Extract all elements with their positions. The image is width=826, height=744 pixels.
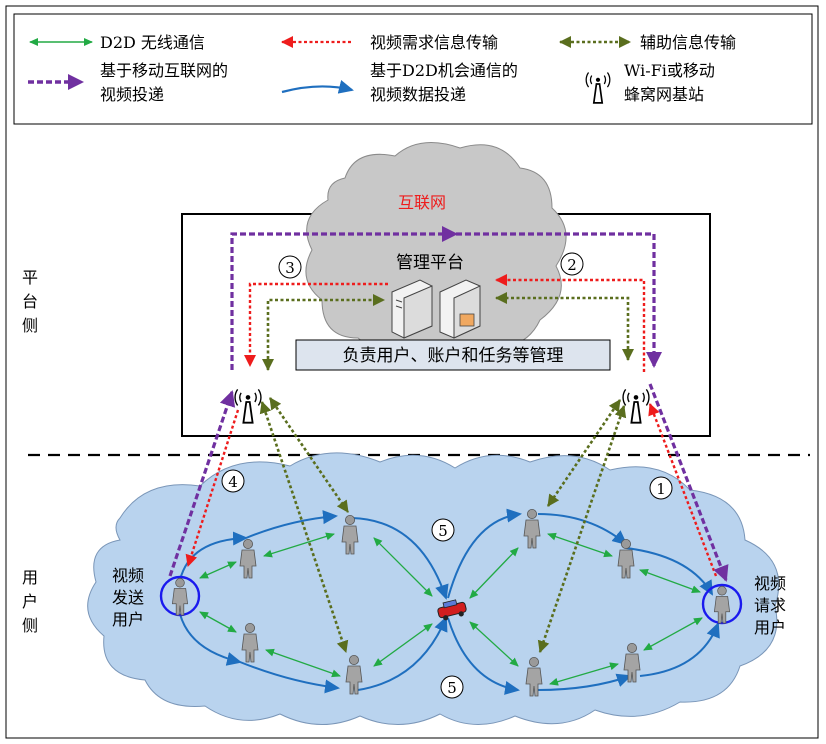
sender-user xyxy=(159,575,201,617)
sender-label-3: 用户 xyxy=(112,610,144,629)
legend-tower-label-2: 蜂窝网基站 xyxy=(624,85,704,104)
car-icon xyxy=(437,599,467,621)
platform-side-char-2: 台 xyxy=(22,292,38,311)
server-icon xyxy=(391,279,481,339)
legend-aux-label: 辅助信息传输 xyxy=(640,33,736,52)
platform-side-label: 平 台 侧 xyxy=(22,268,38,335)
step-2-label: 2 xyxy=(567,256,577,274)
requester-label-3: 用户 xyxy=(754,618,786,637)
legend-d2d-data-label-1: 基于D2D机会通信的 xyxy=(370,61,518,80)
legend-mobile-label-1: 基于移动互联网的 xyxy=(100,61,228,80)
aux-info-links xyxy=(259,292,634,653)
mobile-delivery-links xyxy=(168,226,729,582)
sender-label-1: 视频 xyxy=(112,566,144,585)
requester-label-2: 请求 xyxy=(754,596,786,615)
step-5-lower-label: 5 xyxy=(447,679,457,697)
step-3-label: 3 xyxy=(285,259,295,277)
outer-frame xyxy=(5,5,819,739)
user-cloud xyxy=(87,452,780,725)
platform-label: 管理平台 xyxy=(396,253,464,273)
legend-d2d-data-swatch xyxy=(281,80,354,94)
step-5-upper-label: 5 xyxy=(438,522,448,540)
platform-side-char-3: 侧 xyxy=(22,316,38,335)
legend-tower-label-1: Wi-Fi或移动 xyxy=(624,61,715,80)
step-markers: 1 2 3 4 5 5 xyxy=(221,252,673,699)
internet-label: 互联网 xyxy=(398,193,446,212)
legend-d2d-label: D2D 无线通信 xyxy=(100,33,205,52)
user-side-char-2: 户 xyxy=(22,592,38,611)
user-side-char-1: 用 xyxy=(22,568,38,587)
platform-side-char-1: 平 xyxy=(22,268,38,287)
sender-label-2: 发送 xyxy=(112,588,144,607)
management-label: 负责用户、账户和任务等管理 xyxy=(343,346,564,366)
internet-cloud xyxy=(305,142,567,357)
user-side-char-3: 侧 xyxy=(22,616,38,635)
legend: D2D 无线通信 视频需求信息传输 辅助信息传输 基于移动互联网的 视频投递 基… xyxy=(13,13,813,125)
step-4-label: 4 xyxy=(228,473,238,491)
user-side-label: 用 户 侧 xyxy=(22,568,38,635)
requester-user xyxy=(701,583,743,625)
legend-mobile-label-2: 视频投递 xyxy=(100,85,164,104)
requester-label-1: 视频 xyxy=(754,574,786,593)
legend-request-label: 视频需求信息传输 xyxy=(370,33,498,52)
step-1-label: 1 xyxy=(656,480,666,498)
request-info-links xyxy=(185,274,718,577)
legend-d2d-data-label-2: 视频数据投递 xyxy=(370,85,466,104)
